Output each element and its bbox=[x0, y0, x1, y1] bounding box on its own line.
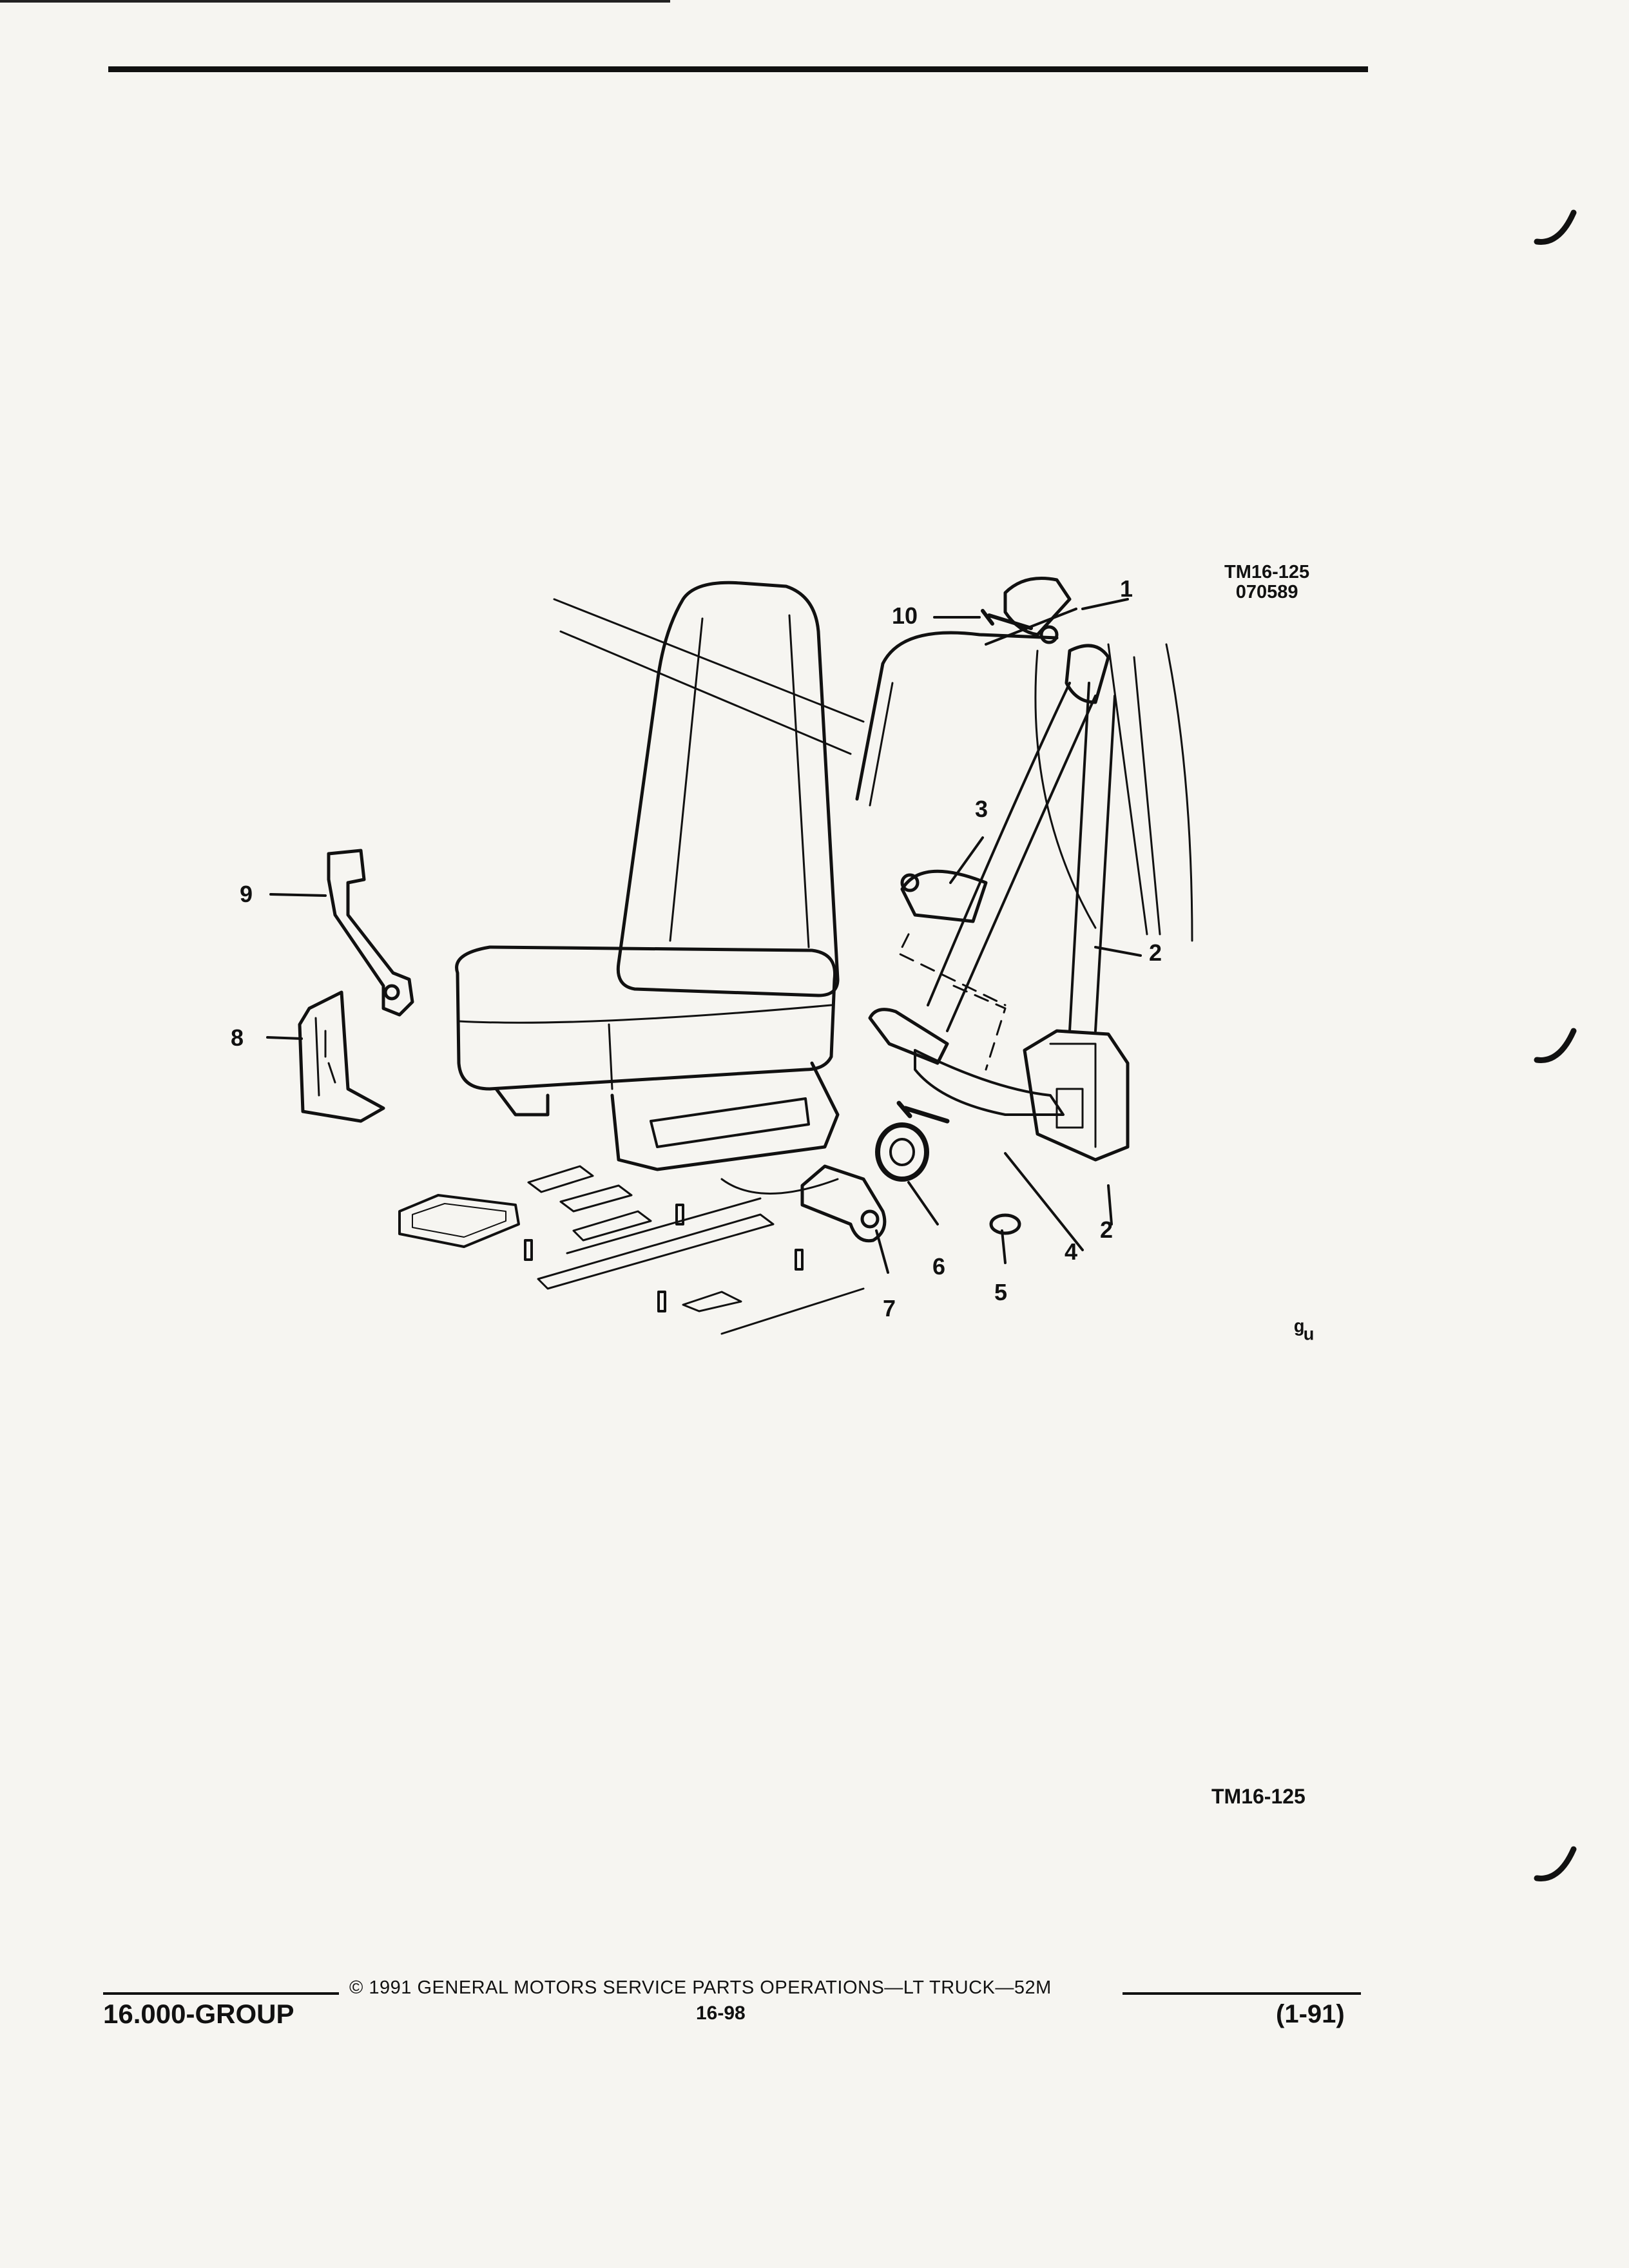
callout-2-lower: 2 bbox=[1100, 1216, 1113, 1243]
anchor-bolt bbox=[981, 609, 1033, 630]
callout-7: 7 bbox=[883, 1295, 896, 1321]
callout-5: 5 bbox=[994, 1279, 1008, 1305]
callout-3: 3 bbox=[975, 796, 988, 822]
b-pillar bbox=[855, 631, 1059, 801]
figure-reference-date: 070589 bbox=[1235, 582, 1298, 602]
callout-2-upper: 2 bbox=[1149, 939, 1162, 966]
top-edge-rule bbox=[0, 0, 670, 3]
spacer bbox=[875, 1122, 929, 1182]
callout-4: 4 bbox=[1065, 1238, 1078, 1265]
callout-6: 6 bbox=[932, 1253, 946, 1280]
footer-group-number: 16.000-GROUP bbox=[103, 1999, 294, 2029]
figure-reference-code: TM16-125 bbox=[1224, 562, 1310, 582]
floor-pad bbox=[398, 1194, 520, 1248]
footer-rule-right bbox=[1123, 1992, 1361, 1995]
figure-reference: TM16-125 070589 bbox=[1224, 562, 1309, 602]
footer-rule-left bbox=[103, 1992, 339, 1995]
footer-revision-date: (1-91) bbox=[1276, 2000, 1345, 2028]
footer-copyright: © 1991 GENERAL MOTORS SERVICE PARTS OPER… bbox=[349, 1977, 1052, 1998]
seat-cushion bbox=[455, 945, 837, 1091]
callout-1: 1 bbox=[1120, 575, 1133, 602]
callout-8: 8 bbox=[231, 1024, 244, 1051]
binder-hook-icon bbox=[1534, 1028, 1577, 1063]
retractor-bolt bbox=[896, 1100, 950, 1124]
buckle-anchor bbox=[800, 1164, 887, 1243]
seat-riser bbox=[494, 1061, 840, 1171]
callout-9: 9 bbox=[240, 881, 253, 907]
washer bbox=[989, 1213, 1021, 1235]
upper-anchor bbox=[1003, 577, 1072, 637]
belt-guide-loop bbox=[900, 869, 988, 923]
gm-logo-mark: ᵍᵤ bbox=[1294, 1316, 1314, 1344]
callout-leaders bbox=[266, 598, 1142, 1274]
latch-plate bbox=[868, 1008, 949, 1065]
header-rule bbox=[108, 66, 1368, 72]
binder-hook-icon bbox=[1534, 1846, 1577, 1881]
buckle-bracket bbox=[298, 990, 385, 1123]
seat-belt-buckle bbox=[327, 849, 414, 1017]
footer-page-number: 16-98 bbox=[696, 2003, 746, 2024]
binder-hook-icon bbox=[1534, 209, 1577, 245]
retractor-housing bbox=[1023, 1029, 1130, 1162]
belt-webbing bbox=[927, 682, 1097, 1032]
seat-back bbox=[616, 581, 840, 997]
figure-reference-bottom: TM16-125 bbox=[1211, 1785, 1306, 1808]
callout-10: 10 bbox=[892, 602, 918, 629]
